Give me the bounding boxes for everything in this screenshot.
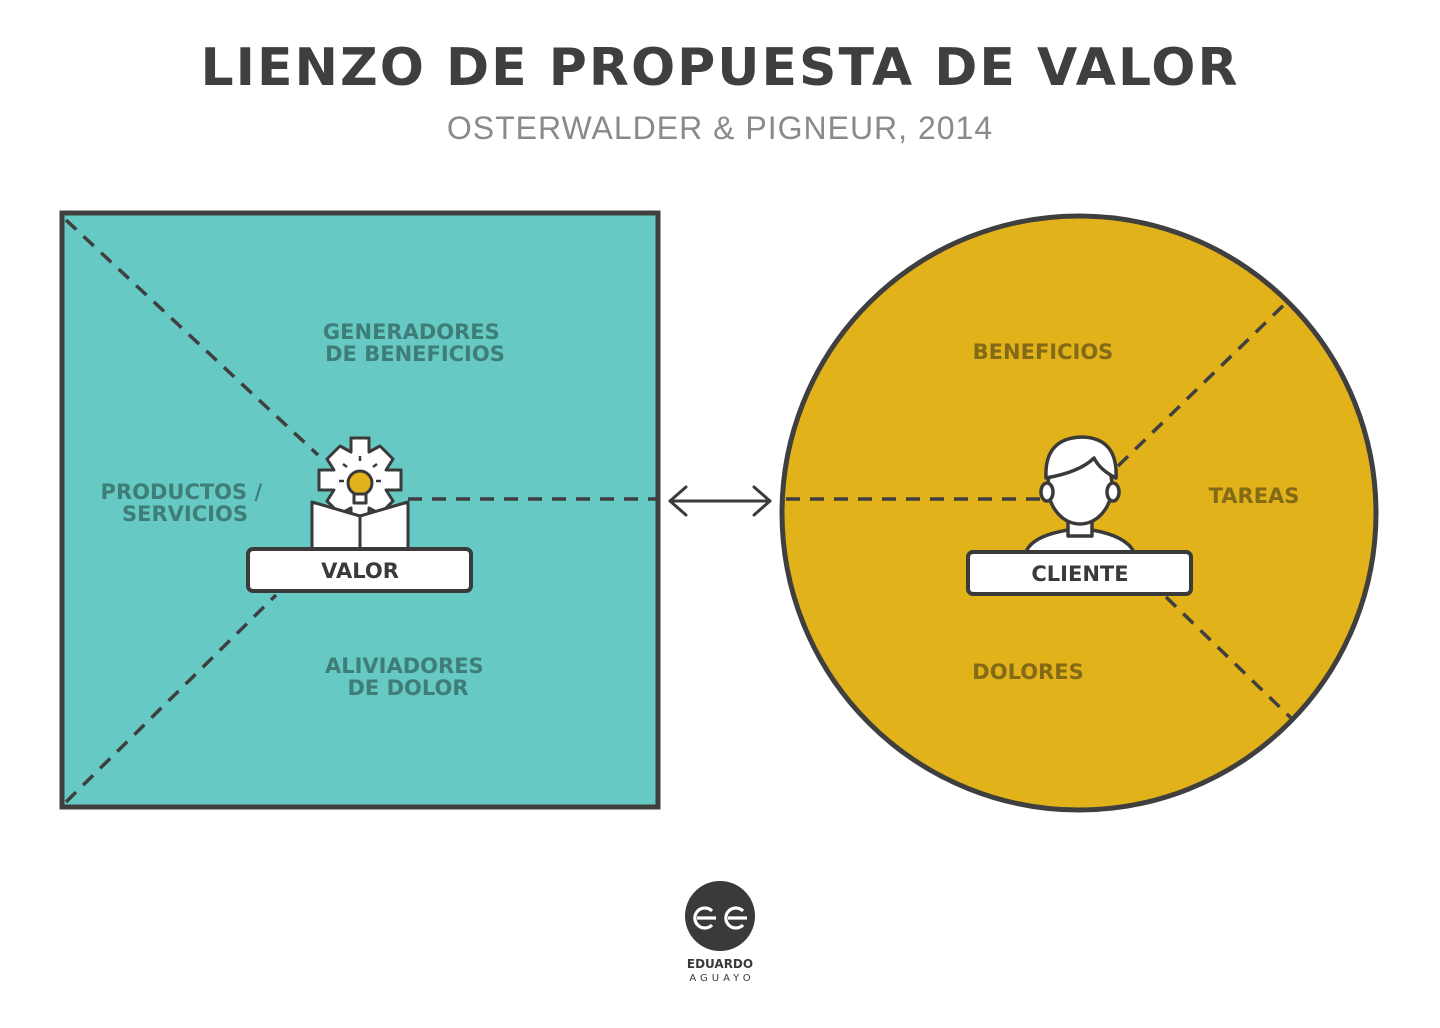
brand-name-top: EDUARDO [687,957,753,971]
jobs-label: TAREAS [1209,484,1300,508]
customer-profile: BENEFICIOS TAREAS DOLORES CLIENTE [779,213,1379,813]
divider-upper-diagonal [64,218,320,457]
gain-creators-line-2: DE BENEFICIOS [325,342,505,366]
person-icon [1024,435,1136,554]
divider-upper-right [1116,297,1292,468]
pain-relievers-label: ALIVIADORES DE DOLOR [325,654,491,700]
products-services-label: PRODUCTOS / SERVICIOS [101,480,270,526]
value-map: GENERADORES DE BENEFICIOS PRODUCTOS / SE… [59,210,661,810]
products-services-line-2: SERVICIOS [122,502,248,526]
client-tag: CLIENTE [966,550,1193,596]
page-title: LIENZO DE PROPUESTA DE VALOR [200,38,1240,98]
gain-creators-line-1: GENERADORES [323,320,500,344]
brand-logo: EDUARDO AGUAYO [685,881,755,984]
pains-label: DOLORES [972,660,1083,684]
double-arrow-icon [668,485,772,517]
value-tag: VALOR [246,547,473,593]
divider-lower-right [1164,595,1293,720]
gains-label: BENEFICIOS [973,340,1114,364]
customer-profile-dividers [786,297,1293,720]
products-services-line-1: PRODUCTOS / [101,480,263,504]
brand-name-bottom: AGUAYO [689,973,754,984]
brand-monogram-circle [685,881,755,951]
pain-relievers-line-2: DE DOLOR [347,676,468,700]
divider-lower-diagonal [64,593,278,804]
value-map-dividers [64,218,656,804]
lightbulb-gear-book-icon [310,436,410,555]
page-subtitle: OSTERWALDER & PIGNEUR, 2014 [446,110,994,146]
brand-monogram-icon [693,906,747,930]
pain-relievers-line-1: ALIVIADORES [325,654,484,678]
client-tag-label: CLIENTE [1031,562,1128,586]
value-tag-label: VALOR [321,559,399,583]
gain-creators-label: GENERADORES DE BENEFICIOS [323,320,507,366]
